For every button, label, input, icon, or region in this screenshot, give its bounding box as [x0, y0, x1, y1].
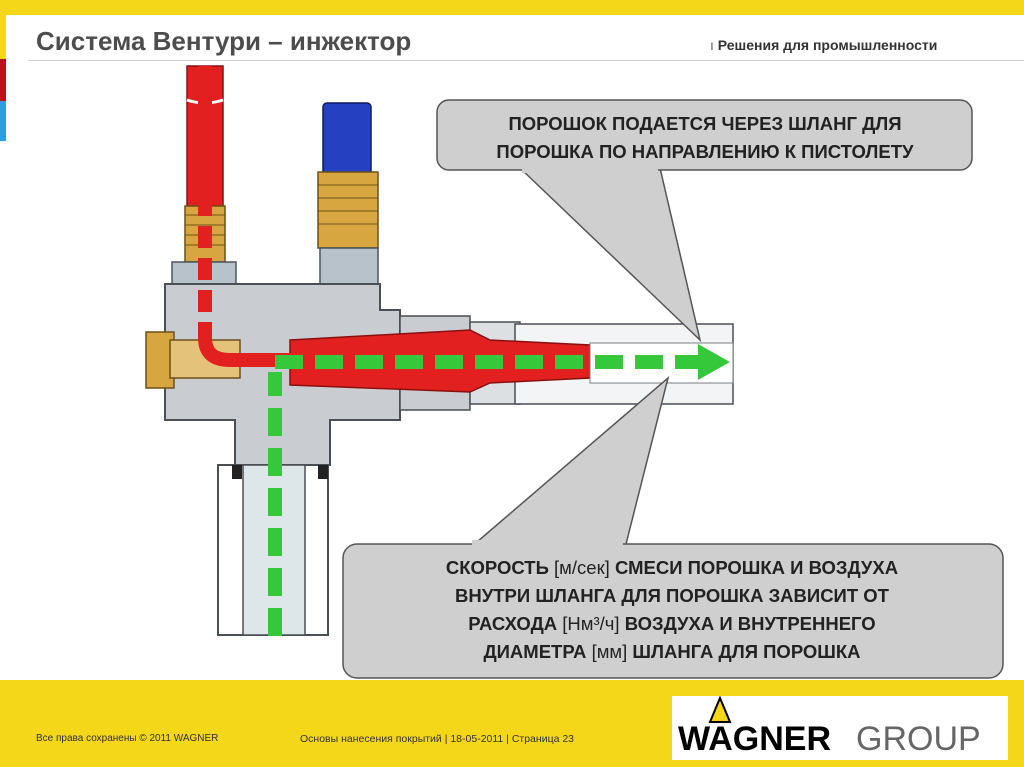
callout-text-part: РАСХОДА — [468, 613, 558, 634]
logo-wagner-text: WAGNER — [678, 720, 831, 758]
subtitle-text: Решения для промышленности — [717, 37, 938, 53]
callout-text-part: ШЛАНГА ДЛЯ ПОРОШКА — [632, 641, 861, 662]
powder-flow-path — [198, 66, 300, 367]
callout-bottom-line2: ВНУТРИ ШЛАНГА ДЛЯ ПОРОШКА ЗАВИСИТ ОТ — [455, 585, 889, 606]
callout-top-line2: ПОРОШКА ПО НАПРАВЛЕНИЮ К ПИСТОЛЕТУ — [496, 141, 914, 162]
top-accent-bar — [0, 0, 1024, 15]
callout-bottom-line4: ДИАМЕТРА [мм] ШЛАНГА ДЛЯ ПОРОШКА — [352, 638, 992, 666]
callout-text-part: ВОЗДУХА И ВНУТРЕННЕГО — [624, 613, 876, 634]
footer-copyright: Все права сохранены © 2011 WAGNER — [36, 733, 219, 744]
callout-unit-flow: [Нм³/ч] — [562, 613, 620, 634]
callout-text-part: СМЕСИ ПОРОШКА И ВОЗДУХА — [614, 557, 899, 578]
header-divider — [28, 60, 1024, 61]
callout-text-part: ДИАМЕТРА — [483, 641, 587, 662]
footer-info: Основы нанесения покрытий | 18-05-2011 |… — [300, 733, 575, 745]
callout-velocity: СКОРОСТЬ [м/сек] СМЕСИ ПОРОШКА И ВОЗДУХА… — [352, 554, 992, 666]
page-title: Система Вентури – инжектор — [36, 26, 412, 56]
callout-text-part: СКОРОСТЬ — [445, 557, 549, 578]
callout-bottom-line3: РАСХОДА [Нм³/ч] ВОЗДУХА И ВНУТРЕННЕГО — [352, 610, 992, 638]
venturi-injector-diagram — [145, 65, 1004, 679]
air-flow-path — [268, 344, 730, 636]
callout-top-shape — [436, 99, 973, 343]
logo-group-text: GROUP — [856, 720, 981, 758]
callout-unit-diameter: [мм] — [591, 641, 628, 662]
callout-powder-feed: ПОРОШОК ПОДАЕТСЯ ЧЕРЕЗ ШЛАНГ ДЛЯ ПОРОШКА… — [445, 110, 965, 166]
page-subtitle: ı Решения для промышленности — [710, 37, 938, 53]
callout-bottom-line1: СКОРОСТЬ [м/сек] СМЕСИ ПОРОШКА И ВОЗДУХА — [352, 554, 992, 582]
callout-unit-speed: [м/сек] — [554, 557, 610, 578]
callout-bottom-shape — [342, 375, 1004, 679]
callout-top-line1: ПОРОШОК ПОДАЕТСЯ ЧЕРЕЗ ШЛАНГ ДЛЯ — [508, 113, 902, 134]
wagner-group-logo: WAGNER GROUP — [672, 696, 1008, 760]
side-color-marks — [0, 15, 6, 141]
